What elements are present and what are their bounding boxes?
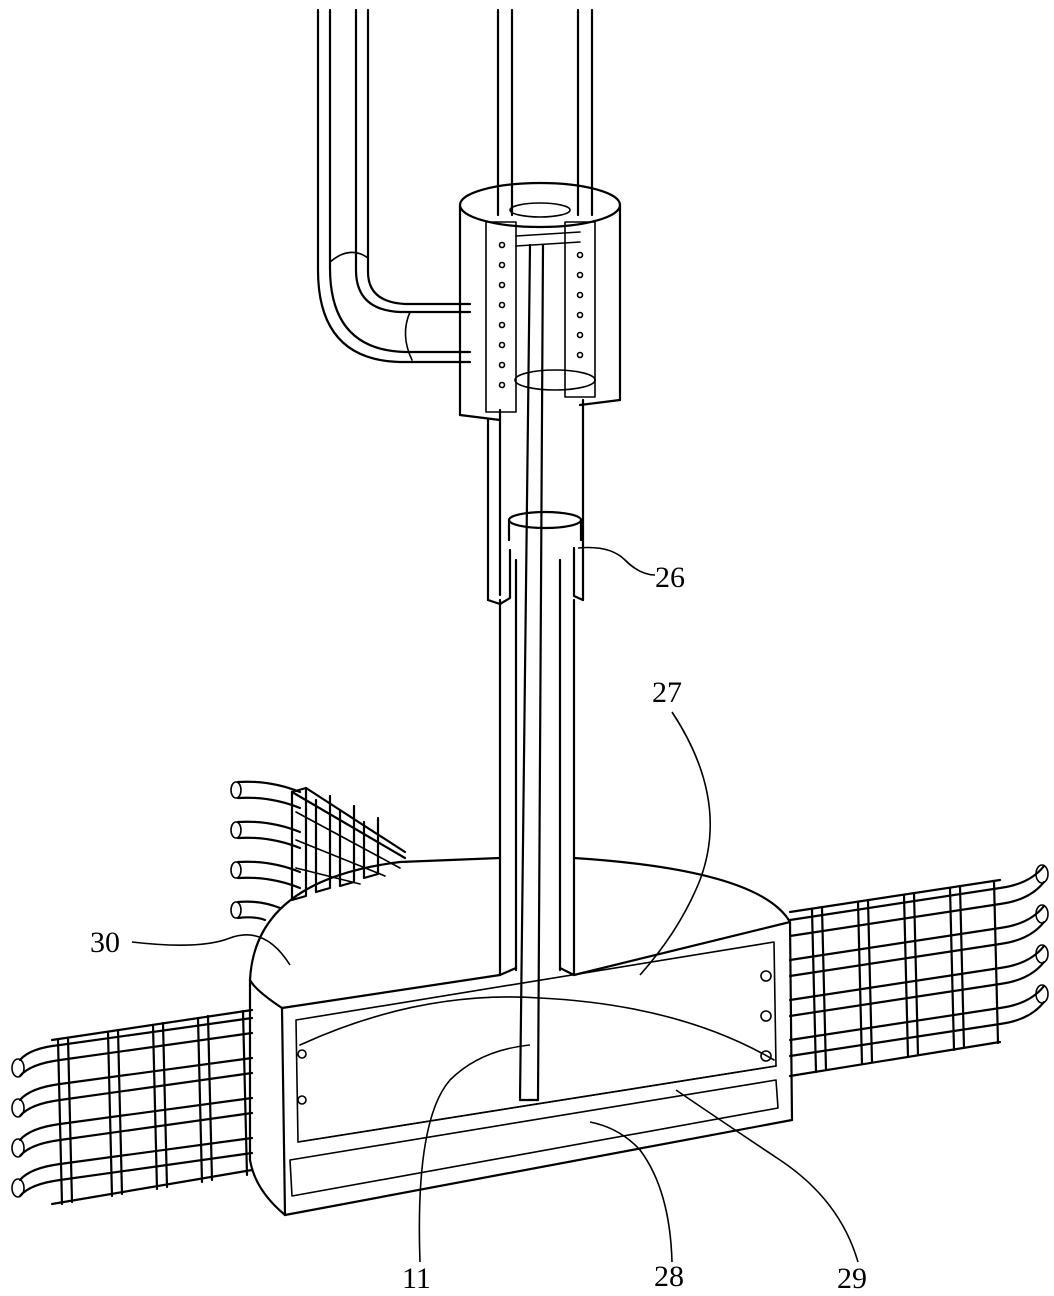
leader-28 [589,1121,673,1263]
right-tube-bank [788,864,1049,1078]
vertical-pipes-top [496,8,594,217]
leader-30 [131,934,291,966]
upper-housing [458,181,622,422]
label-30: 30 [90,926,120,959]
inlet-pipe-bent [316,8,472,364]
label-28: 28 [654,1260,684,1293]
left-tube-bank [11,1008,254,1206]
leader-11 [418,1044,531,1263]
leader-26 [577,546,656,576]
rod-11 [518,243,545,1102]
rear-left-tube-bank [230,780,407,922]
label-11: 11 [402,1262,431,1295]
label-27: 27 [652,676,682,709]
leader-29 [675,1089,859,1263]
middle-tubes [486,398,585,606]
label-26: 26 [655,561,685,594]
leader-27 [639,711,712,976]
main-chamber [248,856,794,1217]
central-tube [498,558,576,977]
label-29: 29 [837,1262,867,1295]
